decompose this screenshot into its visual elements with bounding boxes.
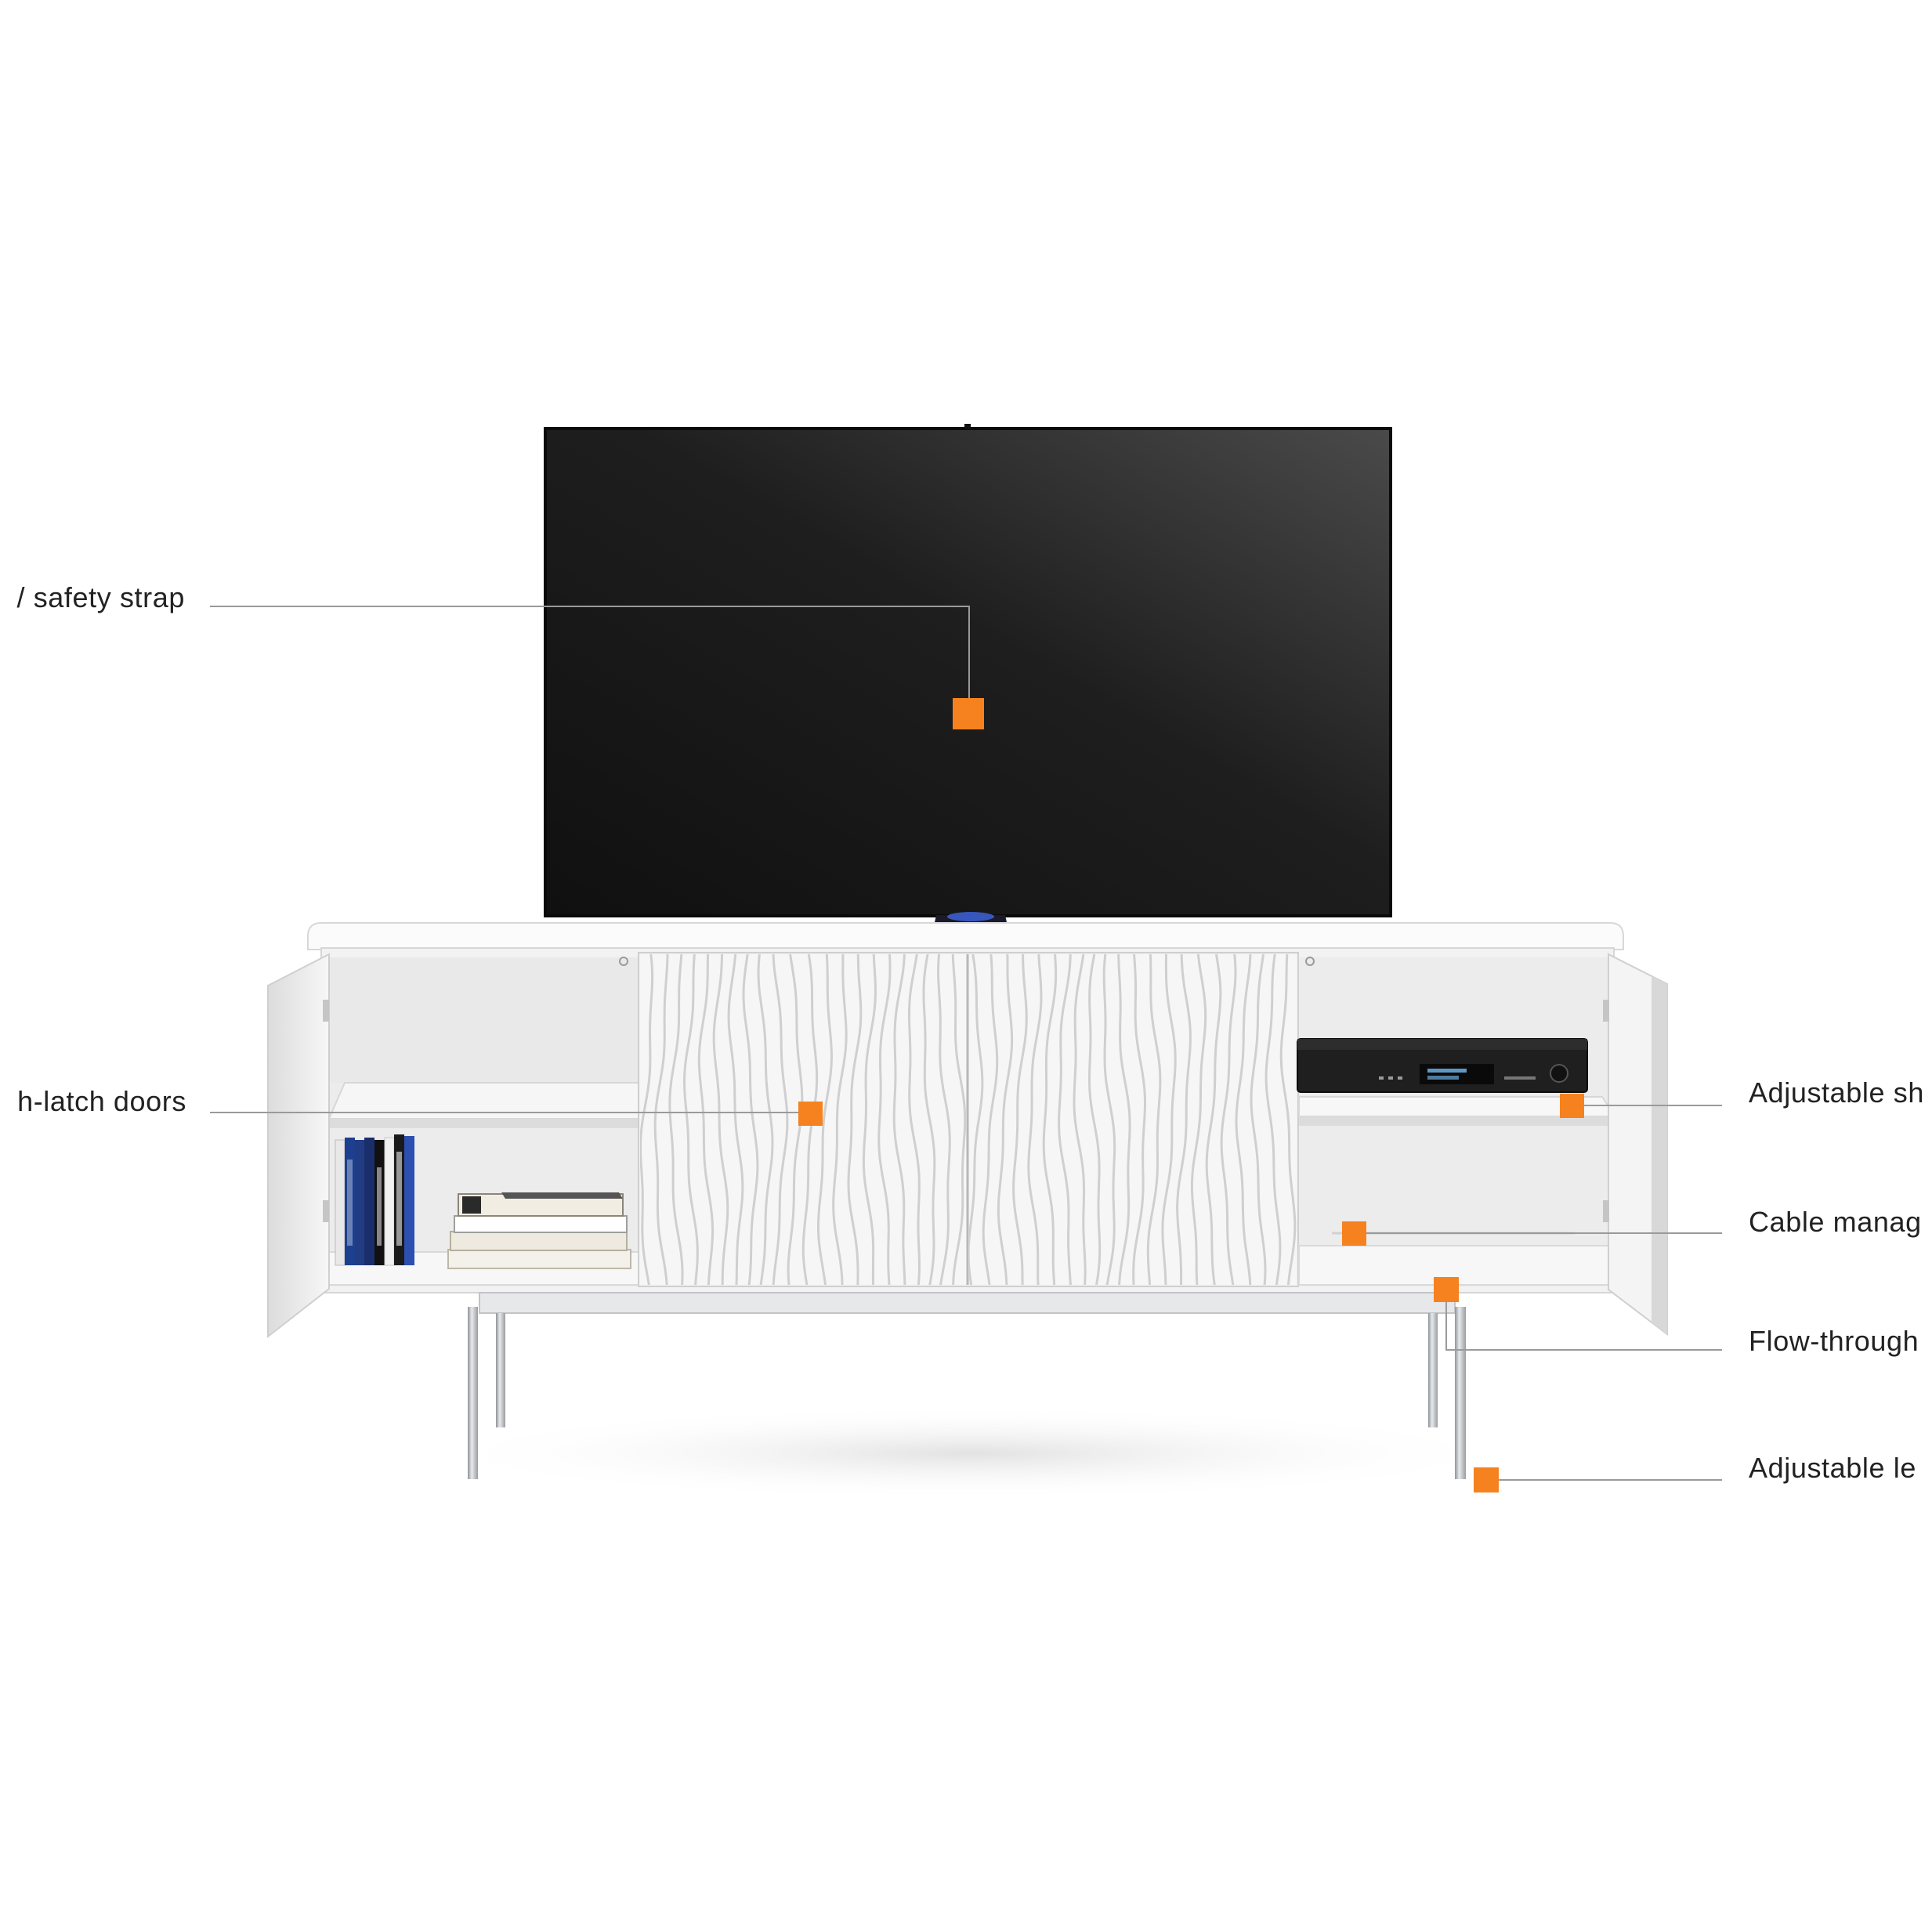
door-wave-groove xyxy=(727,954,744,1285)
door-wave-groove xyxy=(682,954,699,1285)
callout-flow-through: Flow-through xyxy=(1749,1325,1919,1357)
door-wave-groove xyxy=(892,954,906,1285)
door-wave-groove xyxy=(1117,954,1131,1285)
right-open-door xyxy=(1603,953,1668,1337)
marker-legs[interactable] xyxy=(1474,1467,1499,1492)
tv-screen-icon xyxy=(544,424,1392,932)
door-wave-groove xyxy=(653,954,669,1285)
left-open-door xyxy=(267,953,330,1339)
door-wave-groove xyxy=(1205,954,1222,1285)
cabinet-top xyxy=(307,922,1624,950)
door-wave-groove xyxy=(936,954,951,1285)
door-wave-groove xyxy=(847,954,863,1285)
door-wave-groove xyxy=(1027,954,1043,1285)
floor-shadow xyxy=(423,1406,1520,1500)
marker-flow[interactable] xyxy=(1434,1277,1459,1302)
door-wave-groove xyxy=(712,954,729,1285)
door-wave-groove xyxy=(1132,954,1147,1285)
door-wave-groove xyxy=(1058,954,1072,1285)
right-wave-door xyxy=(969,954,1297,1285)
leader-lines xyxy=(210,606,1722,1481)
door-wave-groove xyxy=(908,954,921,1285)
door-wave-groove xyxy=(817,954,834,1285)
door-wave-groove xyxy=(1264,954,1282,1285)
callout-adjustable-legs: Adjustable le xyxy=(1749,1452,1916,1484)
door-wave-groove xyxy=(1176,954,1192,1285)
leader-flow xyxy=(1445,1289,1722,1351)
receiver-icon xyxy=(1297,1038,1588,1093)
door-wave-groove xyxy=(877,954,892,1285)
door-wave-groove xyxy=(832,954,848,1285)
marker-latch-doors[interactable] xyxy=(798,1102,823,1126)
door-wave-groove xyxy=(982,954,999,1285)
door-wave-groove xyxy=(1190,954,1207,1285)
media-cases-icon xyxy=(335,1134,414,1266)
feature-markers xyxy=(798,698,1584,1492)
door-wave-groove xyxy=(1042,954,1058,1285)
door-wave-groove xyxy=(951,954,966,1285)
door-wave-groove xyxy=(1235,954,1252,1285)
base-frame xyxy=(479,1292,1456,1314)
marker-tv-strap[interactable] xyxy=(953,698,984,729)
door-wave-groove xyxy=(1012,954,1028,1285)
callout-cable-management: Cable manag xyxy=(1749,1206,1922,1238)
callout-tv-safety-strap: / safety strap xyxy=(16,581,185,613)
callout-adjustable-shelves: Adjustable sh xyxy=(1749,1076,1924,1109)
door-wave-groove xyxy=(668,954,684,1285)
door-wave-groove xyxy=(1102,954,1116,1285)
marker-cable[interactable] xyxy=(1342,1221,1366,1246)
door-wave-groove xyxy=(1250,954,1267,1285)
door-wave-groove xyxy=(1161,954,1177,1285)
door-wave-groove xyxy=(742,954,759,1285)
door-wave-groove xyxy=(697,954,715,1285)
door-wave-groove xyxy=(1073,954,1087,1285)
door-wave-groove xyxy=(1087,954,1102,1285)
door-wave-groove xyxy=(772,954,789,1285)
door-wave-groove xyxy=(1279,954,1297,1285)
leader-tv-strap xyxy=(210,606,970,713)
door-wave-groove xyxy=(1220,954,1237,1285)
marker-shelves[interactable] xyxy=(1560,1094,1584,1118)
door-wave-groove xyxy=(862,954,877,1285)
door-wave-groove xyxy=(757,954,774,1285)
door-wave-groove xyxy=(969,954,984,1285)
door-wave-groove xyxy=(997,954,1014,1285)
door-wave-groove xyxy=(922,954,936,1285)
door-wave-groove xyxy=(640,954,654,1285)
door-wave-groove xyxy=(1146,954,1162,1285)
callout-push-latch-doors: h-latch doors xyxy=(17,1085,186,1117)
books-icon xyxy=(447,1192,631,1269)
